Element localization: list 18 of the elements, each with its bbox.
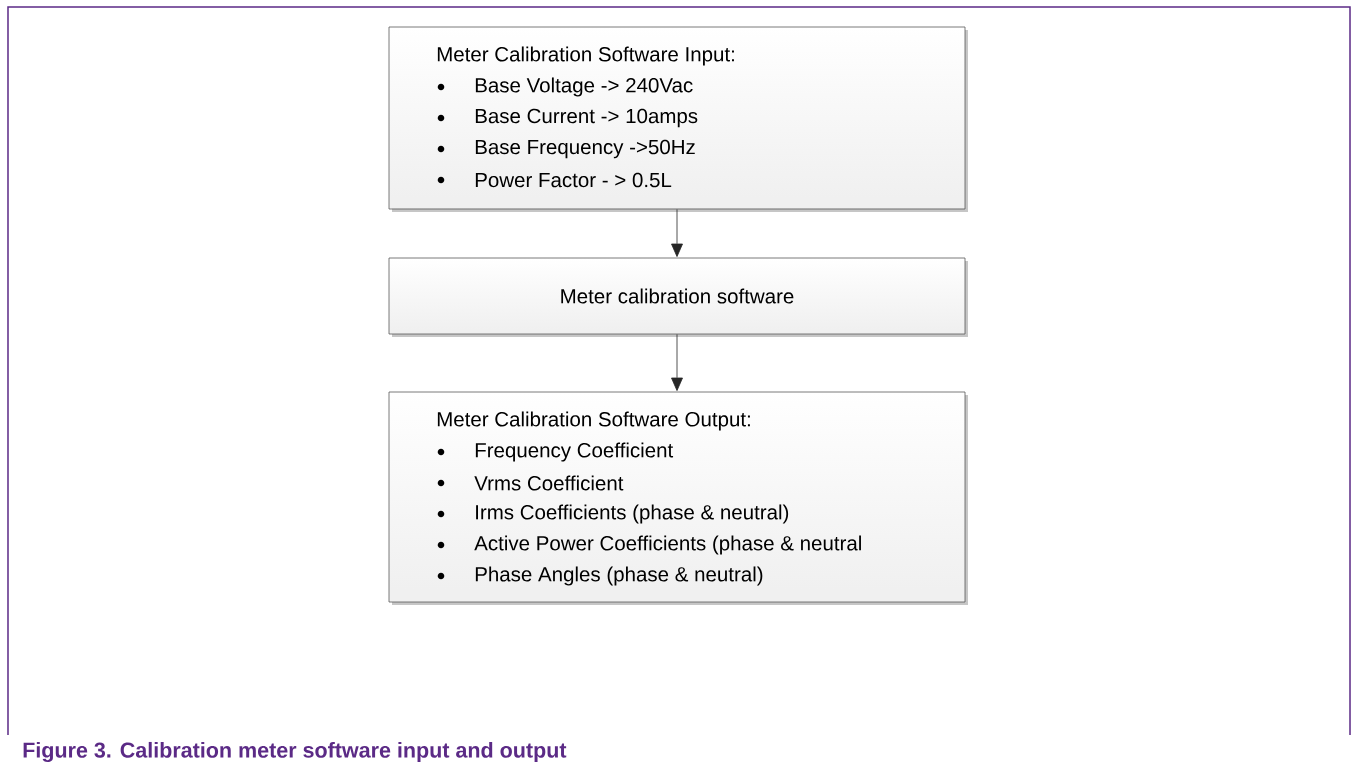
process-box <box>388 26 968 212</box>
arrow <box>671 209 683 257</box>
figure-caption: Figure 3. Calibration meter software input and output <box>23 741 567 763</box>
list-item: Phase Angles (phase & neutral) <box>475 566 763 586</box>
process-box <box>388 257 968 337</box>
arrow <box>671 334 683 391</box>
process-box <box>388 391 968 605</box>
list-item: Frequency Coefficient <box>475 442 674 462</box>
list-heading: Meter Calibration Software Input: <box>437 46 734 66</box>
list-item: Base Frequency ->50Hz <box>475 139 695 159</box>
list-item: Vrms Coefficient <box>474 475 624 491</box>
box-label: Meter calibration software <box>561 288 794 304</box>
list-item: Irms Coefficients (phase & neutral) <box>476 504 789 524</box>
list-heading: Meter Calibration Software Output: <box>437 411 750 431</box>
list-item: Active Power Coefficients (phase & neutral <box>474 535 861 555</box>
list-item: Base Voltage -> 240Vac <box>475 77 693 97</box>
list-item: Base Current -> 10amps <box>475 108 698 128</box>
list-item: Power Factor - > 0.5L <box>475 172 672 188</box>
